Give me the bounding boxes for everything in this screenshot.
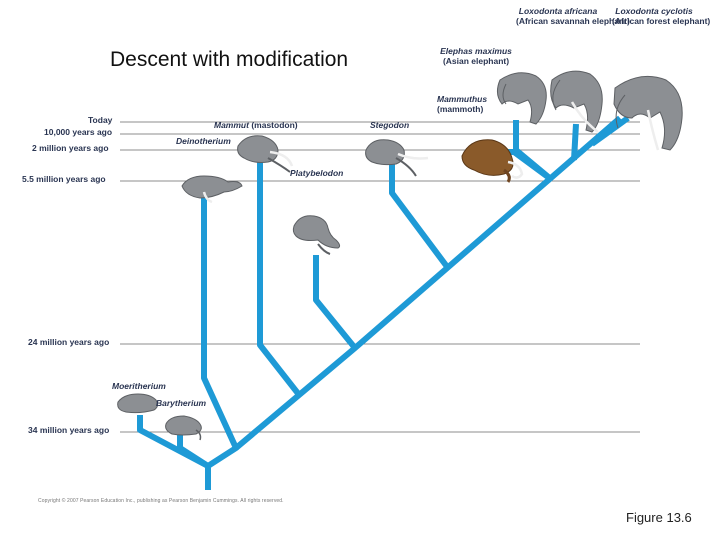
species-common-name: (African forest elephant) xyxy=(612,16,711,26)
species-name: Mammut xyxy=(214,120,249,130)
stegodon-head-icon xyxy=(365,139,429,177)
copyright-notice: Copyright © 2007 Pearson Education Inc.,… xyxy=(38,498,284,504)
species-name: Loxodonta africana xyxy=(518,6,598,16)
branch-mammut xyxy=(257,160,303,398)
branch-stegodon xyxy=(389,152,451,270)
species-name: Mammuthus xyxy=(437,94,488,104)
label-moeritherium: Moeritherium xyxy=(112,381,166,391)
time-label-5-5-million: 5.5 million years ago xyxy=(22,174,106,184)
species-name: Elephas maximus xyxy=(440,46,512,56)
branch-elephas xyxy=(513,120,554,183)
tree-branches xyxy=(137,115,630,490)
branch-deinotherium xyxy=(201,197,239,469)
label-mammut: Mammut (mastodon) xyxy=(214,120,298,130)
platybelodon-head-icon xyxy=(292,215,341,255)
species-common-name: (mastodon) xyxy=(251,120,298,130)
time-label-today: Today xyxy=(88,115,113,125)
deinotherium-head-icon xyxy=(181,175,243,204)
label-mammuthus: Mammuthus (mammoth) xyxy=(437,94,487,114)
time-label-24-million: 24 million years ago xyxy=(28,337,110,347)
species-name: Loxodonta cyclotis xyxy=(615,6,693,16)
barytherium-head-icon xyxy=(165,415,202,441)
species-common-name: (African savannah elephant) xyxy=(516,16,630,26)
moeritherium-head-icon xyxy=(117,393,159,414)
mammut-head-icon xyxy=(237,135,294,173)
elephas-maximus-head-icon xyxy=(496,72,547,125)
time-label-2-million: 2 million years ago xyxy=(32,143,109,153)
time-label-10000-years: 10,000 years ago xyxy=(44,127,113,137)
species-common-name: (Asian elephant) xyxy=(442,56,510,66)
label-elephas-maximus: Elephas maximus (Asian elephant) xyxy=(440,46,512,66)
label-deinotherium: Deinotherium xyxy=(176,136,231,146)
animal-illustrations xyxy=(117,70,683,441)
label-loxodonta-africana: Loxodonta africana (African savannah ele… xyxy=(516,6,630,26)
label-barytherium: Barytherium xyxy=(156,398,207,408)
branch-platybelodon xyxy=(313,255,358,350)
label-loxodonta-cyclotis: Loxodonta cyclotis (African forest eleph… xyxy=(612,6,711,26)
slide-title: Descent with modification xyxy=(110,48,349,71)
mammuthus-head-icon xyxy=(461,139,524,183)
branch-loxodonta-cyclotis xyxy=(590,115,630,147)
loxodonta-cyclotis-head-icon xyxy=(613,75,683,151)
branch-loxodonta-africana xyxy=(571,123,579,161)
label-stegodon: Stegodon xyxy=(370,120,410,130)
species-common-name: (mammoth) xyxy=(437,104,484,114)
label-platybelodon: Platybelodon xyxy=(290,168,344,178)
branch-barytherium xyxy=(177,432,210,469)
figure-label: Figure 13.6 xyxy=(626,510,692,525)
time-label-34-million: 34 million years ago xyxy=(28,425,110,435)
loxodonta-africana-head-icon xyxy=(550,70,603,133)
